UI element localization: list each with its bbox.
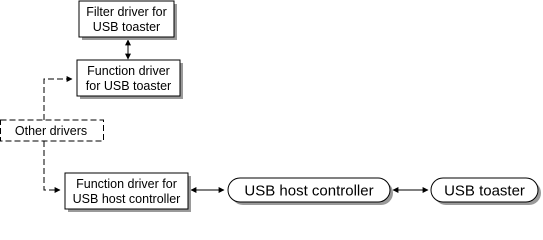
other-drivers-label: Other drivers: [15, 124, 87, 138]
filter-driver-label-line1: Filter driver for: [86, 5, 167, 19]
dashed-connector-to-host-driver: [43, 141, 61, 193]
filter-driver-label-line2: USB toaster: [93, 20, 160, 34]
dashed-connector-to-toaster-driver: [43, 76, 73, 120]
function-driver-host-node: Function driver for USB host controller: [64, 172, 191, 212]
function-driver-toaster-label-line1: Function driver: [87, 64, 170, 78]
function-driver-host-label-line2: USB host controller: [73, 192, 181, 206]
usb-toaster-label: USB toaster: [444, 183, 525, 200]
driver-stack-diagram: Filter driver for USB toaster Function d…: [0, 0, 541, 212]
function-driver-toaster-label-line2: for USB toaster: [86, 79, 171, 93]
function-driver-toaster-node: Function driver for USB toaster: [76, 59, 183, 99]
usb-host-controller-node: USB host controller: [227, 177, 393, 205]
usb-toaster-node: USB toaster: [430, 177, 541, 205]
solid-connectors: [125, 39, 429, 193]
filter-driver-node: Filter driver for USB toaster: [78, 0, 177, 40]
function-driver-host-label-line1: Function driver for: [76, 177, 177, 191]
other-drivers-node: Other drivers: [0, 119, 104, 142]
other-drivers-connectors: [43, 76, 73, 193]
usb-host-controller-label: USB host controller: [244, 183, 373, 200]
